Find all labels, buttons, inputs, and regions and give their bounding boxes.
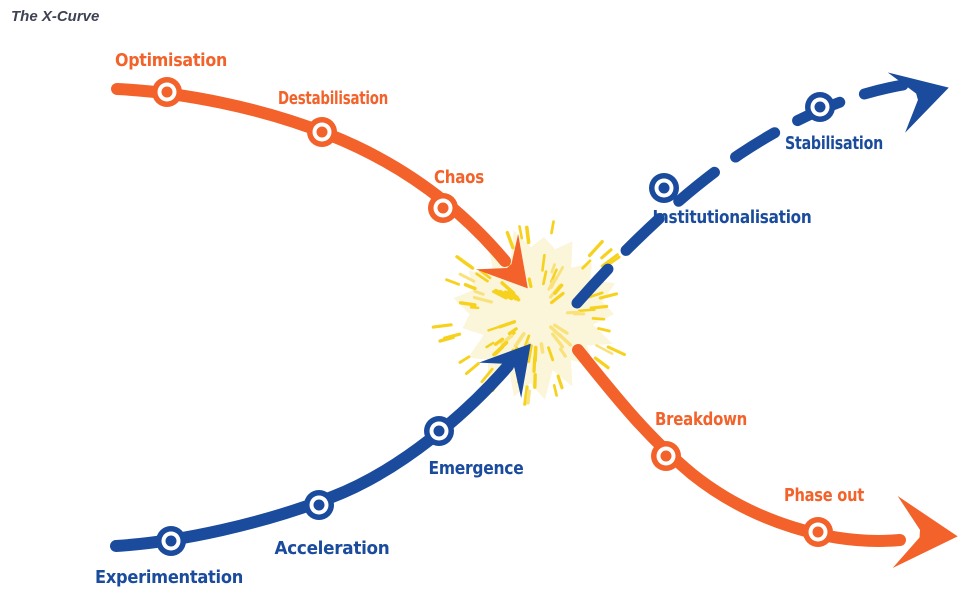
stage-marker-stabilisation: [805, 92, 835, 122]
stage-marker-destabilisation: [307, 117, 337, 147]
starburst-ray: [498, 289, 514, 301]
starburst-ray: [493, 337, 505, 346]
growth-arrowhead-icon: [478, 343, 531, 399]
starburst-ray: [431, 323, 453, 329]
starburst-ray: [549, 325, 563, 338]
starburst-ray: [527, 344, 533, 364]
starburst-ray: [552, 384, 558, 397]
starburst-ray: [589, 304, 609, 310]
starburst-ray: [539, 342, 545, 354]
stage-label-emergence: Emergence: [429, 458, 524, 479]
starburst-ray: [509, 290, 520, 300]
stage-marker-acceleration: [304, 490, 334, 520]
starburst-ray: [581, 259, 592, 270]
starburst-ray: [513, 331, 526, 348]
starburst-ray: [527, 277, 533, 289]
old-system-phaseout-curve: [572, 344, 906, 547]
starburst-ray: [465, 362, 480, 375]
starburst-ray: [555, 265, 565, 281]
starburst-ray: [443, 332, 462, 340]
stage-marker-optimisation: [152, 77, 182, 107]
stage-marker-breakdown: [651, 441, 681, 471]
starburst-ray: [526, 389, 531, 405]
decline-arrowhead-icon: [475, 233, 528, 289]
starburst-ray: [494, 346, 505, 356]
starburst-ray: [551, 332, 565, 349]
starburst-ray: [492, 290, 508, 300]
starburst-ray: [487, 324, 503, 332]
stage-marker-phase-out: [803, 517, 833, 547]
starburst-ray: [532, 356, 537, 373]
new-system-growth-curve: [110, 360, 514, 552]
starburst-ray: [591, 317, 606, 321]
starburst-ray: [595, 344, 614, 355]
starburst-ray: [600, 248, 613, 260]
starburst-ray: [523, 385, 529, 406]
starburst-ray: [469, 305, 480, 310]
starburst-ray: [500, 334, 514, 346]
starburst-ray: [505, 230, 515, 250]
starburst-ray: [455, 255, 473, 269]
starburst-ray: [553, 283, 564, 295]
starburst-ray: [480, 367, 494, 384]
starburst-ray: [524, 225, 531, 245]
starburst-ray: [542, 270, 548, 286]
stage-marker-emergence: [424, 416, 454, 446]
starburst-ray: [473, 289, 485, 296]
stage-label-breakdown: Breakdown: [655, 409, 747, 430]
starburst-ray: [547, 346, 555, 362]
starburst-ray: [550, 263, 556, 274]
starburst-ray: [504, 290, 518, 301]
starburst-ray: [458, 355, 471, 364]
new-system-dashed-curve: [571, 79, 909, 309]
starburst-ray: [597, 327, 611, 333]
starburst-ray: [475, 272, 489, 283]
starburst-ray: [558, 347, 567, 358]
stage-marker-chaos: [428, 193, 458, 223]
starburst-ray: [507, 327, 518, 336]
stabilisation-arrowhead-icon: [887, 72, 949, 133]
starburst-ray: [472, 295, 493, 304]
starburst-ray: [478, 269, 492, 280]
phaseout-arrowhead-icon: [892, 496, 958, 569]
starburst-ray: [463, 282, 477, 291]
starburst-ray: [600, 253, 619, 268]
starburst-ray: [547, 279, 555, 291]
starburst-ray: [593, 356, 610, 370]
starburst-ray: [606, 345, 626, 357]
starburst-ray: [607, 255, 621, 266]
stage-label-destabilisation: Destabilisation: [278, 88, 388, 109]
stage-label-acceleration: Acceleration: [275, 538, 390, 559]
starburst-ray: [445, 278, 461, 286]
starburst-ray: [587, 239, 604, 258]
stage-label-chaos: Chaos: [434, 167, 484, 188]
stage-label-institutionalisation: Institutionalisation: [653, 207, 812, 228]
starburst-ray: [458, 301, 477, 307]
starburst-ray: [552, 323, 569, 335]
starburst-ray: [485, 341, 495, 349]
stage-label-optimisation: Optimisation: [115, 50, 227, 71]
stage-marker-institutionalisation: [649, 173, 679, 203]
starburst-ray: [541, 253, 546, 272]
starburst-ray: [550, 220, 555, 235]
starburst-ray: [518, 225, 524, 240]
page-title: The X-Curve: [11, 8, 99, 25]
starburst-ray: [556, 374, 564, 390]
starburst-ray: [458, 272, 476, 283]
stage-label-experimentation: Experimentation: [95, 567, 243, 588]
stage-label-phase-out: Phase out: [784, 485, 865, 506]
starburst-ray: [578, 308, 596, 313]
starburst-ray: [598, 292, 619, 300]
stage-marker-experimentation: [156, 526, 186, 556]
starburst-ray: [549, 291, 565, 305]
stage-label-stabilisation: Stabilisation: [785, 133, 883, 154]
